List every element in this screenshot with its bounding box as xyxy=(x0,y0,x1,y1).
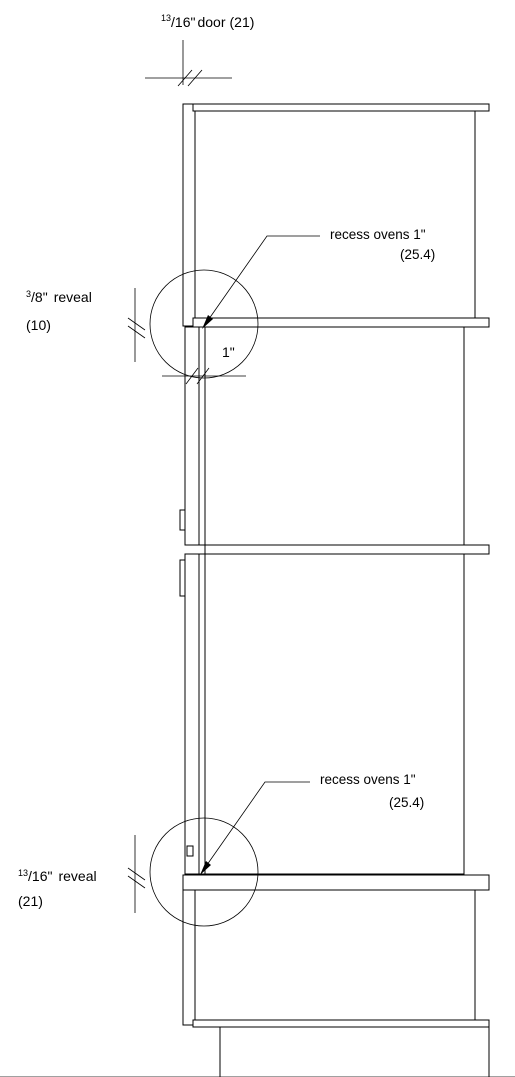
lower-detail-circle xyxy=(149,817,259,927)
upper-cabinet-top-shelf xyxy=(192,103,490,112)
lower-recess-text-line2: (25.4) xyxy=(389,795,424,810)
upper-detail-circle xyxy=(149,269,259,379)
lower-oven-body xyxy=(204,553,465,875)
lower-cabinet xyxy=(182,889,490,1077)
lower-oven xyxy=(179,553,490,891)
lower-detail-callout: 13/16"reveal (21) recess ovens 1" (25.4) xyxy=(18,772,424,927)
upper-detail-callout: 3/8"reveal (10) 1" recess ovens 1" (25.4… xyxy=(26,227,435,385)
lower-recess-arrowhead xyxy=(200,861,211,875)
upper-cabinet-bottom-shelf xyxy=(192,317,490,328)
upper-recess-arrowhead xyxy=(202,315,213,329)
gap-dimension-label: 1" xyxy=(222,344,235,360)
door-thickness-label: 13/16"door(21) xyxy=(161,13,254,30)
lower-cabinet-door xyxy=(182,889,196,1026)
upper-recess-text-line2: (25.4) xyxy=(400,247,435,262)
lower-reveal-label: 13/16"reveal xyxy=(18,868,97,884)
lower-oven-door xyxy=(184,553,200,875)
lower-cabinet-bottom-shelf xyxy=(192,1019,490,1028)
upper-cabinet-door xyxy=(182,103,196,327)
middle-shelf xyxy=(204,544,490,555)
upper-oven-body xyxy=(204,326,465,546)
door-thickness-dimension: 13/16"door(21) xyxy=(145,13,254,87)
lower-recess-text-line1: recess ovens 1" xyxy=(320,772,416,787)
lower-oven-handle xyxy=(179,559,186,597)
upper-reveal-label: 3/8"reveal xyxy=(26,289,92,305)
upper-recess-text-line1: recess ovens 1" xyxy=(330,227,426,242)
upper-reveal-metric: (10) xyxy=(26,317,51,333)
upper-oven-frame xyxy=(198,326,206,546)
lower-cabinet-top-shelf xyxy=(182,874,490,891)
upper-recess-leader xyxy=(203,235,320,327)
upper-oven xyxy=(179,326,490,555)
upper-oven-handle xyxy=(179,509,186,531)
upper-cabinet xyxy=(182,103,490,328)
lower-oven-knob xyxy=(186,845,194,857)
lower-recess-leader xyxy=(201,781,310,873)
lower-reveal-metric: (21) xyxy=(18,893,43,909)
upper-oven-door xyxy=(184,326,200,546)
lower-oven-frame xyxy=(198,553,206,875)
